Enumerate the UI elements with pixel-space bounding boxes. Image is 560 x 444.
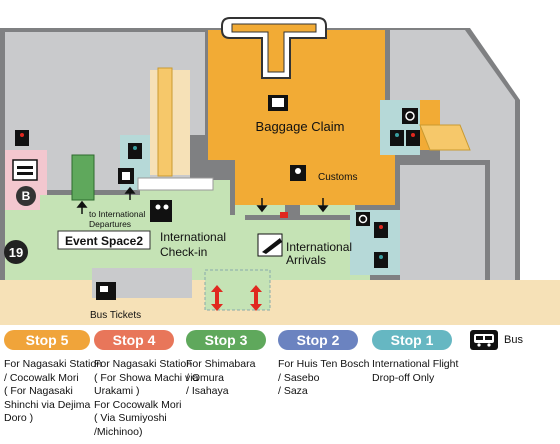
customs-label: Customs xyxy=(318,172,357,183)
right-lower-block xyxy=(400,165,485,285)
bus-legend-label: Bus xyxy=(504,334,523,346)
stop-3-line: / Isahaya xyxy=(186,385,229,397)
stop-4-line: For Nagasaki Station xyxy=(94,358,193,370)
escalator-checkin xyxy=(71,154,95,201)
stop-3-badge: Stop 3 xyxy=(186,330,266,350)
bus-legend: Bus xyxy=(470,330,523,350)
right-floor-area xyxy=(390,30,515,285)
stop-number-label: 19 xyxy=(9,245,23,260)
stop-4-line: ( For Showa Machi via xyxy=(94,371,199,384)
stop-4-line: /Michinoo) xyxy=(94,425,143,438)
event-space-box xyxy=(57,230,151,250)
carousel-inner xyxy=(231,23,317,73)
restroom-icon-arrivals xyxy=(374,222,388,268)
stop-2-line: For Huis Ten Bosch xyxy=(278,358,370,370)
stop-2: Stop 2 For Huis Ten Bosch / Sasebo / Saz… xyxy=(278,330,369,399)
customs-red-bar xyxy=(280,212,288,218)
info-icon xyxy=(118,168,134,184)
stop-5-line: ( For Nagasaki xyxy=(4,385,73,397)
stop-2-badge: Stop 2 xyxy=(278,330,358,350)
stop-1-line: Drop-off Only xyxy=(372,371,435,384)
stop-2-destinations: For Huis Ten Bosch / Sasebo / Saza xyxy=(278,358,369,399)
bus-tickets-label: Bus Tickets xyxy=(90,310,141,321)
customs-divider-right xyxy=(300,205,355,215)
stop-1-destinations: International Flight Drop-off Only xyxy=(372,358,458,385)
customs-icon xyxy=(290,165,306,181)
event-space-label: Event Space2 xyxy=(65,234,143,248)
checkin-counter xyxy=(137,177,214,191)
customs-divider-left xyxy=(235,205,285,215)
escalator-right xyxy=(419,124,471,151)
stop-1-badge: Stop 1 xyxy=(372,330,452,350)
escalator-upper xyxy=(157,67,173,177)
checkin-label-2: Check-in xyxy=(160,245,207,259)
meeting-icon xyxy=(150,200,172,222)
stop-5-line: Shinchi via Dejima xyxy=(4,398,91,411)
b-marker-icon xyxy=(16,186,36,206)
wheelchair-icon-arrivals xyxy=(356,212,370,226)
b-marker-label: B xyxy=(22,189,31,203)
bus-ticket-icon xyxy=(96,282,116,300)
stop-4-line: For Cocowalk Mori xyxy=(94,398,182,411)
restroom-icon-right xyxy=(390,130,420,146)
bus-icon xyxy=(470,330,498,350)
restroom-icon-center xyxy=(128,143,142,159)
baggage-claim-label: Baggage Claim xyxy=(256,119,345,134)
arrivals-label-2: Arrivals xyxy=(286,253,326,267)
red-door-arrows xyxy=(211,285,262,311)
stop-3-line: For Shimabara xyxy=(186,358,256,370)
stop-4-line: ( Via Sumiyoshi xyxy=(94,412,167,424)
to-departures-label-1: to International xyxy=(89,209,145,219)
stop-5-line: For Nagasaki Station xyxy=(4,358,103,370)
stop-5-line: / Cocowalk Mori xyxy=(4,371,79,384)
stop-5: Stop 5 For Nagasaki Station / Cocowalk M… xyxy=(4,330,102,426)
stop-4: Stop 4 For Nagasaki Station ( For Showa … xyxy=(94,330,198,439)
arrivals-plane-icon xyxy=(257,233,283,257)
restroom-icon xyxy=(15,130,29,146)
baggage-icon xyxy=(268,95,288,111)
checkin-label-1: International xyxy=(160,230,226,244)
stop-1: Stop 1 International Flight Drop-off Onl… xyxy=(372,330,458,385)
stop-4-badge: Stop 4 xyxy=(94,330,174,350)
stop-4-destinations: For Nagasaki Station ( For Showa Machi v… xyxy=(94,358,198,439)
stop-2-line: / Saza xyxy=(278,385,308,397)
stop-5-destinations: For Nagasaki Station / Cocowalk Mori ( F… xyxy=(4,358,102,426)
stop-2-line: / Sasebo xyxy=(278,371,320,384)
stop-4-line: Urakami ) xyxy=(94,385,140,397)
stop-3-line: / Omura xyxy=(186,371,224,384)
floor-map: B 19 Baggage Claim Customs to Internatio… xyxy=(0,17,560,325)
stop-1-line: International Flight xyxy=(372,358,459,370)
bus-walkway xyxy=(0,280,560,325)
stop-3-destinations: For Shimabara / Omura / Isahaya xyxy=(186,358,266,399)
stop-5-line: Doro ) xyxy=(4,412,34,424)
to-departures-label-2: Departures xyxy=(89,219,131,229)
tray-icon xyxy=(12,159,38,181)
direction-arrows xyxy=(76,186,329,214)
stop-5-badge: Stop 5 xyxy=(4,330,90,350)
wheelchair-icon-right xyxy=(402,108,418,124)
arrivals-label-1: International xyxy=(286,240,352,254)
stop-number-icon xyxy=(4,240,28,264)
stop-3: Stop 3 For Shimabara / Omura / Isahaya xyxy=(186,330,266,399)
bus-stop-legend: Stop 5 For Nagasaki Station / Cocowalk M… xyxy=(0,330,560,444)
